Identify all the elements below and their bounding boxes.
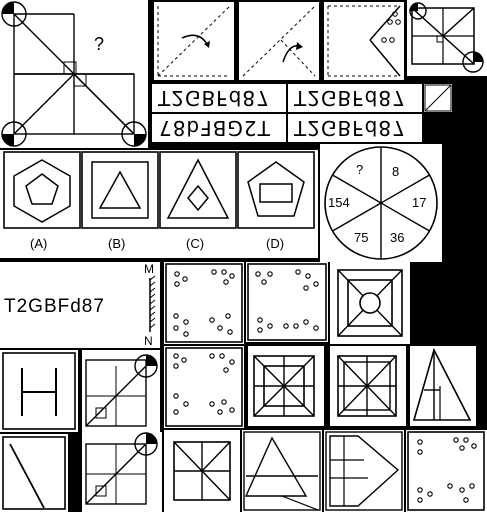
corner-circle-card-1 (82, 350, 160, 432)
fold-frame-2 (237, 0, 321, 82)
fold-figure-1 (152, 0, 236, 82)
cross-square-figure-3 (173, 441, 231, 501)
mirror-bottom-label: N (144, 334, 153, 348)
dot-card-2 (246, 262, 328, 342)
mirror-card: T2GBFd87 M N (0, 262, 160, 348)
h-letter-figure (2, 352, 76, 430)
pie-value-top-right: 8 (392, 164, 400, 179)
pie-value-top-left: ? (356, 162, 364, 177)
cross-square-figure-2 (337, 355, 397, 417)
pie-value-left: 154 (328, 195, 350, 210)
option-b-label: (B) (108, 236, 126, 251)
mirror-strip-1: T2GBFd87 (152, 84, 286, 112)
mirror-line-figure (149, 275, 156, 332)
mirror-strip-2: T2GBFd87 (288, 84, 422, 112)
option-a-label: (A) (30, 236, 48, 251)
dot-figure-1 (165, 263, 243, 343)
square-circle-card (330, 262, 410, 344)
corner-square-panel (407, 0, 487, 76)
mirror-strip-2-text: T2GBFd87 (294, 86, 406, 110)
question-mark: ? (94, 34, 105, 54)
pie-puzzle-panel: ? 8 17 36 75 154 (320, 144, 442, 262)
dot-figure-4 (407, 431, 485, 511)
square-puzzle-panel: ? (0, 0, 148, 148)
mirror-strip-1-text: T2GBFd87 (158, 86, 270, 110)
corner-square-figure (409, 2, 484, 73)
dot-figure-2 (247, 263, 327, 341)
cross-square-card-1 (248, 346, 324, 426)
pie-value-bottom-right: 36 (390, 230, 405, 245)
arrow-shape-figure (325, 431, 403, 511)
dot-figure-3 (165, 347, 243, 427)
options-figures (3, 151, 315, 229)
fold-figure-2 (237, 0, 321, 82)
pie-puzzle-figure (324, 146, 438, 260)
small-diagonal-figure (424, 84, 452, 112)
mirror-strip-3-text: T2GBFd87 (158, 116, 270, 140)
mirror-strip-4-text: T2GBFd87 (294, 116, 406, 140)
slash-card (0, 434, 68, 512)
square-puzzle-figure (1, 1, 147, 147)
triangle-card (410, 346, 476, 426)
triangle-figure (412, 347, 472, 421)
option-c-label: (C) (186, 236, 205, 251)
mirror-top-label: M (144, 262, 154, 276)
pie-value-bottom-left: 75 (354, 230, 369, 245)
cross-square-card-2 (330, 346, 406, 426)
dot-card-1 (164, 262, 244, 344)
corner-circle-card-2 (82, 432, 162, 512)
h-letter-card (0, 350, 78, 432)
corner-circle-figure-2 (85, 432, 158, 505)
pie-value-right: 17 (412, 195, 427, 210)
options-panel: (A) (B) (C) (D) (0, 150, 318, 258)
triangle-shapes-card (242, 430, 322, 512)
cross-square-figure-1 (253, 355, 315, 417)
fold-figure-3 (322, 0, 406, 82)
small-diagonal-tile (424, 84, 452, 112)
fold-frame-1 (152, 0, 236, 82)
arrow-shape-card (324, 430, 404, 512)
option-d-label: (D) (266, 236, 285, 251)
mirror-strip-3: T2GBFd87 (152, 114, 286, 142)
triangle-shapes-figure (243, 431, 321, 511)
dot-card-3 (164, 346, 244, 428)
mirror-strip-4: T2GBFd87 (288, 114, 422, 142)
fold-frame-3 (322, 0, 406, 82)
mirror-card-text: T2GBFd87 (4, 296, 105, 317)
slash-figure (2, 436, 66, 510)
cross-square-card-3 (164, 430, 240, 512)
square-circle-figure (337, 269, 403, 337)
dot-card-4 (406, 430, 487, 512)
corner-circle-figure-1 (85, 354, 158, 427)
